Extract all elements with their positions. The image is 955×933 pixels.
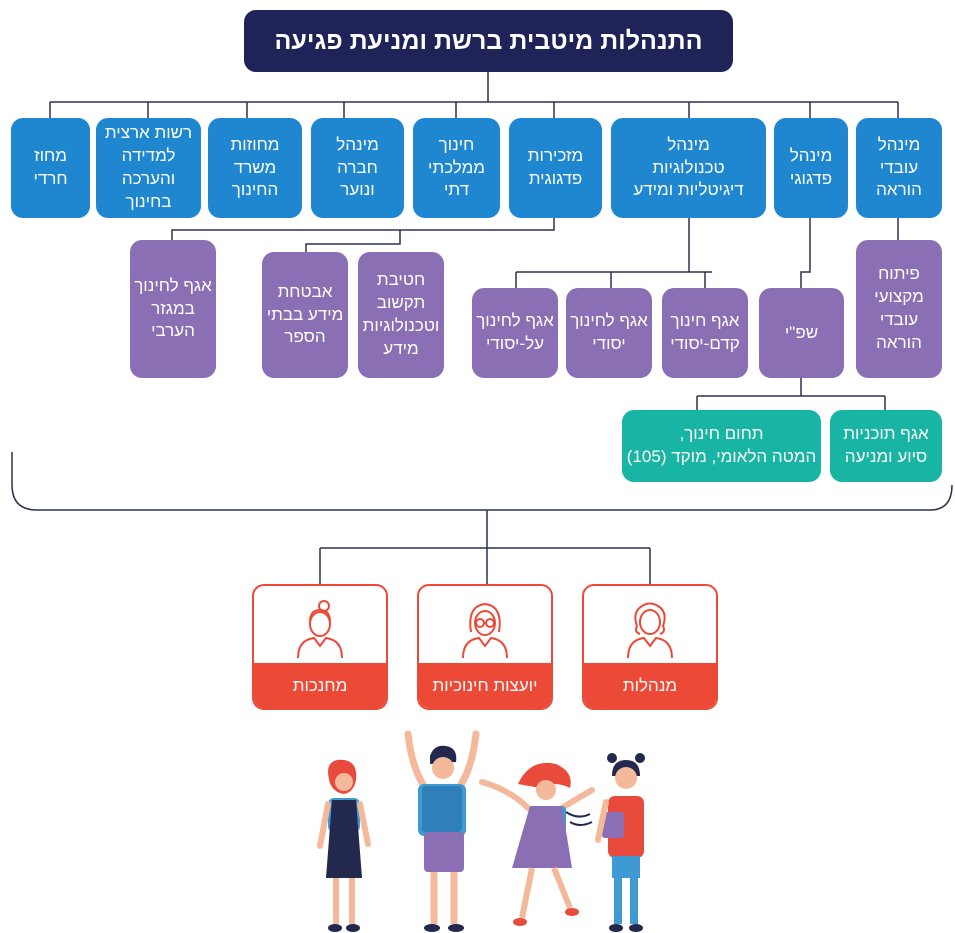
girl-navy-dress (317, 759, 371, 932)
box-digital-administration: מינהל טכנולוגיות דיגיטליות ומידע (611, 118, 766, 218)
woman-bun-icon (254, 594, 386, 664)
box-ict-division: חטיבת תקשוב וטכנולוגיות מידע (358, 252, 444, 378)
box-secondary-dept: אגף לחינוך על-יסודי (472, 288, 558, 378)
box-teachers-administration: מינהל עובדי הוראה (856, 118, 942, 218)
box-pedagogic-secretariat: מזכירות פדגוגית (509, 118, 602, 218)
woman-glasses-icon (419, 594, 551, 664)
box-information-security: אבטחת מידע בבתי הספר (262, 252, 348, 378)
box-professional-development: פיתוח מקצועי עובדי הוראה (856, 240, 942, 378)
chart-title: התנהלות מיטבית ברשת ומניעת פגיעה (244, 10, 733, 72)
box-arab-sector-dept: אגף לחינוך במגזר הערבי (130, 240, 216, 378)
card-label: מנהלות (584, 663, 716, 708)
card-label: יועצות חינוכיות (419, 663, 551, 708)
box-preschool-dept: אגף חינוך קדם-יסודי (662, 288, 748, 378)
box-religious-education: חינוך ממלכתי דתי (413, 118, 500, 218)
girl-red-shirt (595, 753, 645, 932)
card-teachers: מחנכות (252, 584, 388, 710)
card-counselors: יועצות חינוכיות (417, 584, 553, 710)
box-primary-dept: אגף לחינוך יסודי (566, 288, 652, 378)
box-pedagogic-administration: מינהל פדגוגי (774, 118, 848, 218)
card-label: מחנכות (254, 663, 386, 708)
box-haredi-district: מחוז חרדי (11, 118, 90, 218)
woman-curly-hair-icon (584, 594, 716, 664)
box-national-authority: תחום חינוך, המטה הלאומי, מוקד (105) (622, 410, 821, 482)
girl-purple-dress (479, 762, 595, 926)
box-youth-administration: מינהל חברה ונוער (311, 118, 404, 218)
box-programs-dept: אגף תוכניות סיוע ומניעה (830, 410, 942, 482)
boy-arms-up (404, 730, 480, 932)
box-districts: מחוזות משרד החינוך (208, 118, 302, 218)
box-shefi: שפ"י (759, 288, 844, 378)
card-principals: מנהלות (582, 584, 718, 710)
box-rama: רשות ארצית למדידה והערכה בחינוך (96, 118, 201, 218)
children-illustration (317, 730, 645, 932)
